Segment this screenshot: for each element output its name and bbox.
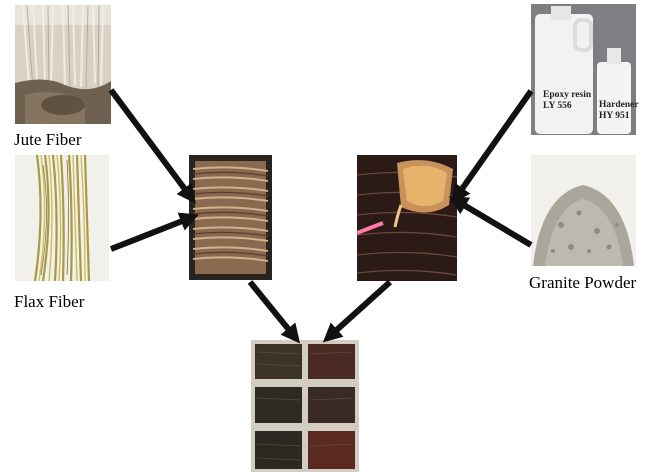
hardener-code: HY 951 xyxy=(599,111,630,122)
granite-powder-label: Granite Powder xyxy=(529,273,636,293)
epoxy-resin-name: Epoxy resin xyxy=(543,90,591,101)
arrow-mat-to-composite xyxy=(250,282,294,336)
arrow-pour-to-composite xyxy=(330,282,390,336)
flax-fiber-photo xyxy=(15,155,109,281)
flax-fiber-label: Flax Fiber xyxy=(14,292,84,312)
arrow-flax-to-mat xyxy=(111,218,190,249)
arrow-granite-to-pour xyxy=(457,201,531,245)
arrow-jute-to-mat xyxy=(111,90,190,196)
jute-fiber-photo xyxy=(15,5,111,124)
arrow-epoxy-to-pour xyxy=(457,91,531,196)
resin-pouring-photo xyxy=(357,155,457,281)
jute-fiber-label: Jute Fiber xyxy=(14,130,82,150)
hybrid-fiber-mat-photo xyxy=(189,155,272,280)
epoxy-resin-code: LY 556 xyxy=(543,101,572,112)
composite-samples-photo xyxy=(251,340,359,472)
granite-powder-photo xyxy=(531,155,636,266)
hardener-name: Hardener xyxy=(599,100,639,111)
